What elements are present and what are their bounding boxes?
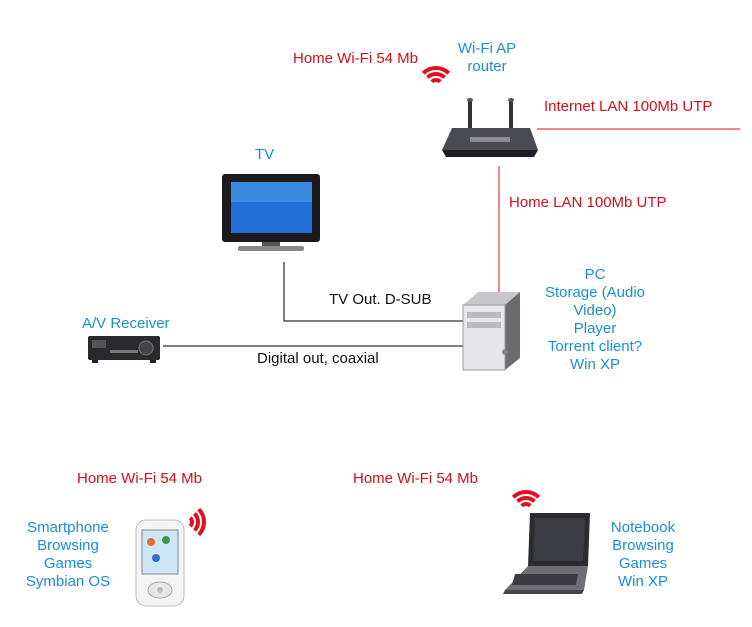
router-icon	[442, 98, 538, 157]
wifi-label-notebook: Home Wi-Fi 54 Mb	[353, 470, 479, 487]
notebook-label-line: Notebook	[610, 519, 676, 536]
home-lan-label: Home LAN 100Mb UTP	[509, 194, 667, 211]
tv-out-line	[283, 262, 463, 322]
av-receiver-label: A/V Receiver	[82, 315, 170, 332]
notebook-label-line: Browsing	[612, 537, 674, 554]
smartphone-label: Smartphone Browsing Games Symbian OS	[18, 519, 118, 591]
pc-label-line: Video)	[573, 302, 617, 319]
router-label-line: Wi-Fi AP	[457, 40, 517, 57]
internet-lan-label: Internet LAN 100Mb UTP	[544, 98, 713, 115]
smartphone-label-line: Smartphone	[27, 519, 109, 536]
wifi-label-router: Home Wi-Fi 54 Mb	[293, 50, 419, 67]
wifi-signal-icon	[421, 66, 451, 84]
smartphone-label-line: Browsing	[37, 537, 99, 554]
pc-label-line: PC	[584, 266, 606, 283]
smartphone-label-line: Games	[43, 555, 93, 572]
pc-label-line: Torrent client?	[547, 338, 643, 355]
digital-out-label: Digital out, coaxial	[257, 350, 379, 367]
notebook-label-line: Win XP	[617, 573, 668, 590]
pc-label-line: Storage (Audio	[544, 284, 646, 301]
notebook-label-line: Games	[618, 555, 668, 572]
smartphone-label-line: Symbian OS	[25, 573, 111, 590]
wifi-signal-icon	[188, 507, 206, 537]
tv-out-label: TV Out. D-SUB	[329, 291, 432, 308]
wifi-label-smartphone: Home Wi-Fi 54 Mb	[77, 470, 203, 487]
smartphone-icon	[135, 519, 185, 607]
pc-label: PC Storage (Audio Video) Player Torrent …	[530, 266, 660, 374]
tv-label: TV	[255, 146, 275, 163]
pc-label-line: Player	[573, 320, 617, 337]
router-label: Wi-Fi AP router	[448, 40, 526, 76]
notebook-label: Notebook Browsing Games Win XP	[598, 519, 688, 591]
pc-tower-icon	[462, 292, 520, 371]
wifi-signal-icon	[511, 490, 541, 508]
av-receiver-icon	[88, 336, 160, 363]
router-label-line: router	[467, 58, 507, 75]
pc-label-line: Win XP	[569, 356, 620, 373]
tv-icon	[222, 174, 320, 251]
notebook-icon	[503, 513, 590, 594]
